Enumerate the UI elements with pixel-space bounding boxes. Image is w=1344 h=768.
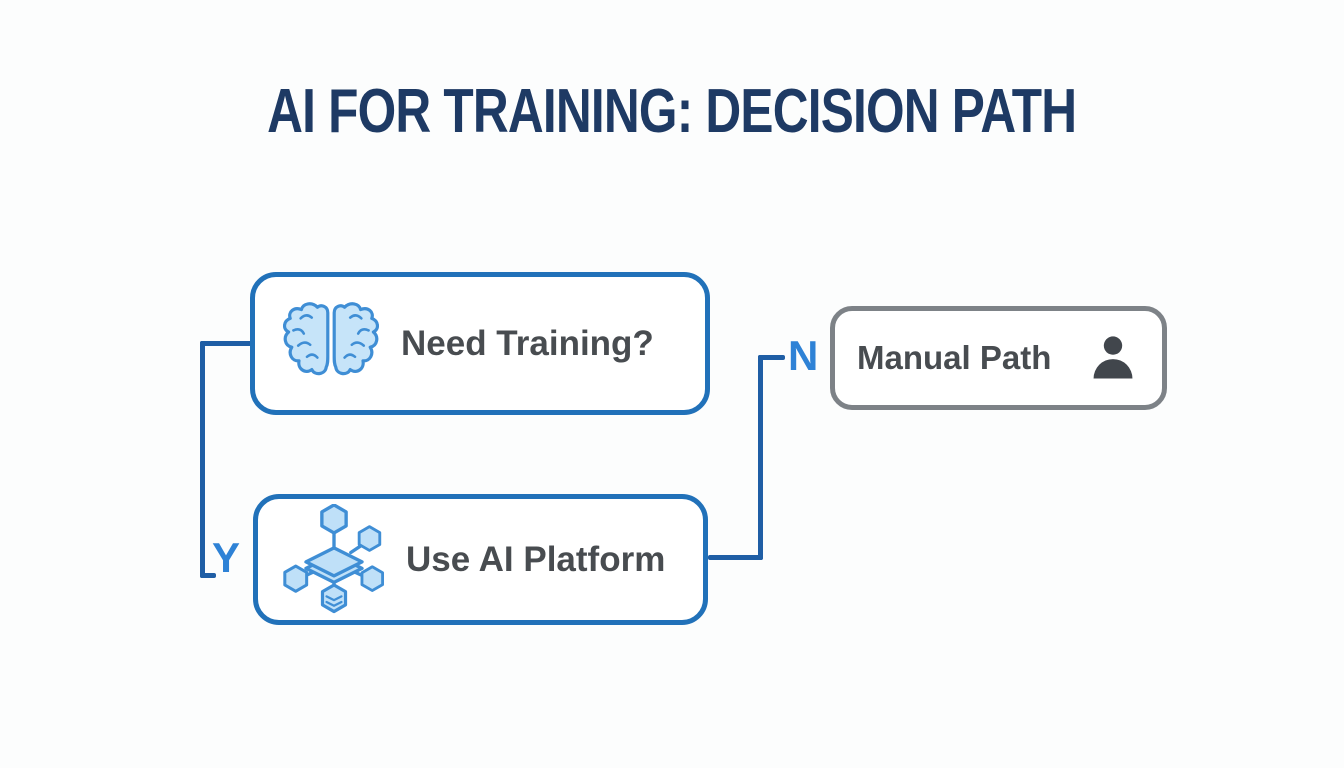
page-title-text: AI FOR TRAINING: DECISION PATH	[267, 77, 1077, 146]
brain-icon	[283, 301, 379, 375]
node-manual-path: Manual Path	[830, 306, 1167, 410]
edge-no-line-horizontal	[708, 555, 763, 560]
edge-yes-line-horizontal	[200, 341, 255, 346]
edge-yes-line-vertical	[200, 341, 205, 578]
ai-network-icon	[283, 503, 385, 613]
edge-label-no: N	[788, 332, 819, 379]
edge-no-line-vertical	[758, 355, 763, 560]
node-use-ai-platform: Use AI Platform	[253, 494, 708, 625]
edge-no-line-tick	[758, 355, 785, 360]
node-use-ai-platform-label: Use AI Platform	[406, 539, 666, 579]
page-title: AI FOR TRAINING: DECISION PATH	[0, 76, 1344, 147]
edge-yes-line-foot	[200, 573, 216, 578]
edge-label-yes: Y	[212, 534, 241, 581]
node-need-training: Need Training?	[250, 272, 710, 415]
node-need-training-label: Need Training?	[401, 323, 654, 363]
person-icon	[1093, 336, 1133, 379]
node-manual-path-label: Manual Path	[857, 339, 1052, 376]
